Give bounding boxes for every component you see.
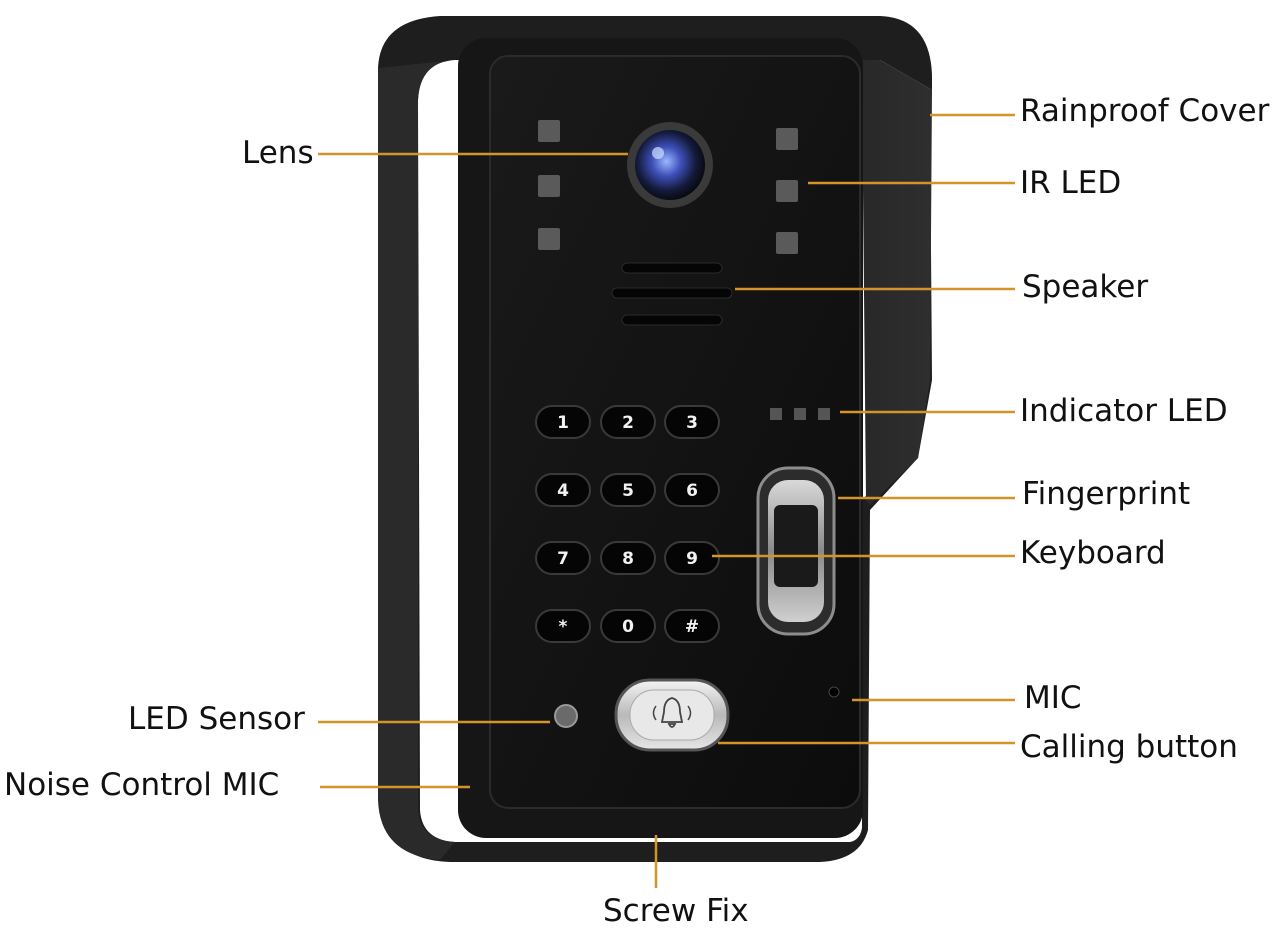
ir-led-left-1 <box>538 120 560 142</box>
keypad: 1 2 3 4 5 6 7 8 9 * 0 # <box>535 405 720 643</box>
svg-text:8: 8 <box>622 549 634 569</box>
fingerprint-glass <box>774 505 818 587</box>
leader-lines <box>318 113 1015 888</box>
label-keyboard: Keyboard <box>1020 535 1166 571</box>
mic-hole <box>828 686 840 698</box>
label-rainproof-cover: Rainproof Cover <box>1020 93 1270 129</box>
noise-mic-slit <box>436 768 439 784</box>
lens-glint <box>652 147 664 159</box>
keypad-key-star: * <box>535 609 591 643</box>
svg-text:9: 9 <box>686 549 698 569</box>
ir-led-right-1 <box>776 128 798 150</box>
speaker-slot-2 <box>611 287 733 299</box>
ir-led-left-2 <box>538 175 560 197</box>
speaker-slot-3 <box>621 314 723 326</box>
keypad-key-1: 1 <box>535 405 591 439</box>
cover-side-left <box>378 60 455 860</box>
ir-led-right-3 <box>776 232 798 254</box>
sound-wave-left-icon <box>652 705 657 721</box>
indicator-led-2 <box>794 408 806 420</box>
indicator-led-1 <box>770 408 782 420</box>
label-led-sensor: LED Sensor <box>128 701 305 737</box>
label-noise-control-mic: Noise Control MIC <box>4 767 280 803</box>
keypad-key-hash: # <box>664 609 720 643</box>
svg-text:#: # <box>685 617 699 637</box>
label-indicator-led: Indicator LED <box>1020 393 1228 429</box>
keypad-key-0: 0 <box>600 609 656 643</box>
svg-text:3: 3 <box>686 413 698 433</box>
keypad-key-8: 8 <box>600 541 656 575</box>
svg-text:6: 6 <box>686 481 698 501</box>
cover-hood <box>455 58 932 505</box>
lens-icon <box>635 130 705 200</box>
bell-icon <box>660 697 684 728</box>
svg-text:4: 4 <box>557 481 569 501</box>
keypad-key-3: 3 <box>664 405 720 439</box>
keypad-key-6: 6 <box>664 473 720 507</box>
label-speaker: Speaker <box>1022 269 1149 305</box>
keypad-key-2: 2 <box>600 405 656 439</box>
label-screw-fix: Screw Fix <box>603 893 749 929</box>
svg-text:*: * <box>559 617 568 637</box>
svg-text:1: 1 <box>557 413 569 433</box>
led-sensor <box>554 704 578 728</box>
label-calling-button: Calling button <box>1020 729 1238 765</box>
keypad-key-7: 7 <box>535 541 591 575</box>
indicator-led-3 <box>818 408 830 420</box>
svg-text:5: 5 <box>622 481 634 501</box>
label-fingerprint: Fingerprint <box>1022 476 1191 512</box>
label-ir-led: IR LED <box>1020 165 1122 201</box>
keypad-key-4: 4 <box>535 473 591 507</box>
calling-button-inner <box>629 689 715 741</box>
ir-led-right-2 <box>776 180 798 202</box>
sound-wave-right-icon <box>687 705 692 721</box>
keypad-key-5: 5 <box>600 473 656 507</box>
speaker-slot-1 <box>621 262 723 274</box>
ir-led-left-3 <box>538 228 560 250</box>
keypad-key-9: 9 <box>664 541 720 575</box>
svg-text:2: 2 <box>622 413 634 433</box>
label-lens: Lens <box>242 135 314 171</box>
svg-text:0: 0 <box>622 617 634 637</box>
svg-text:7: 7 <box>557 549 569 569</box>
label-mic: MIC <box>1024 680 1082 716</box>
